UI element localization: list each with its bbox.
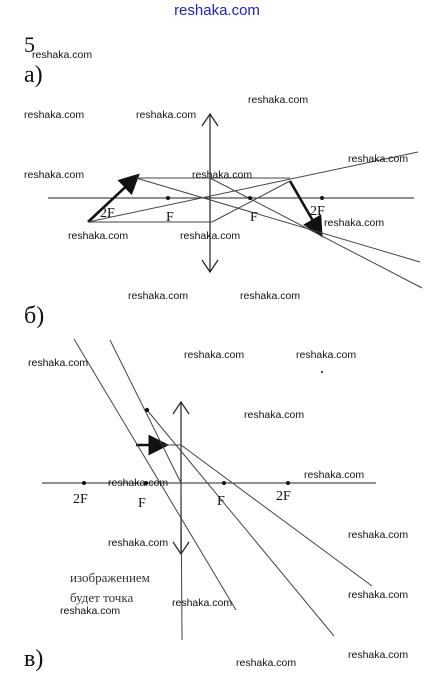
- watermark: reshaka.com: [240, 290, 301, 302]
- watermark: reshaka.com: [28, 357, 89, 369]
- label-b-2f-right: 2F: [276, 489, 291, 504]
- ray-a-4: [87, 151, 419, 223]
- watermark: reshaka.com: [172, 597, 233, 609]
- watermark: reshaka.com: [24, 169, 85, 181]
- watermark: reshaka.com: [236, 657, 297, 669]
- twof-b-right-dot: [286, 481, 290, 485]
- ray-b-2: [73, 338, 237, 611]
- watermark: reshaka.com: [248, 94, 309, 106]
- caption-b-line1: изображением: [70, 570, 150, 585]
- watermark: reshaka.com: [136, 109, 197, 121]
- label-a-f-right: F: [250, 210, 258, 225]
- point-b-top: [144, 407, 150, 413]
- watermark: reshaka.com: [348, 589, 409, 601]
- ray-b-6: [180, 444, 373, 587]
- focus-b-left-dot: [144, 481, 148, 485]
- label-b-f-right: F: [217, 494, 225, 509]
- watermark: reshaka.com: [128, 290, 189, 302]
- watermark: reshaka.com: [304, 469, 365, 481]
- problem-number: 5: [24, 32, 35, 57]
- object-a: [87, 173, 140, 223]
- lens-a-top-arrow: [201, 112, 219, 127]
- label-b-2f-left: 2F: [73, 492, 88, 507]
- ray-a-2: [135, 177, 421, 263]
- watermark: reshaka.com: [184, 349, 245, 361]
- watermark: reshaka.com: [108, 537, 169, 549]
- watermark: reshaka.com: [348, 649, 409, 661]
- lens-a-bottom-arrow: [201, 259, 219, 274]
- twof-a-right-dot: [320, 196, 324, 200]
- watermark: reshaka.com: [324, 217, 385, 229]
- watermark: reshaka.com: [348, 153, 409, 165]
- dot-b-small: [320, 370, 324, 374]
- focus-a-right-dot: [248, 196, 252, 200]
- part-c-label: в): [24, 646, 44, 672]
- ray-a-6: [209, 177, 423, 289]
- watermark: reshaka.com: [68, 230, 129, 242]
- image-a: [288, 180, 323, 238]
- watermark: reshaka.com: [32, 49, 93, 61]
- watermark: reshaka.com: [296, 349, 357, 361]
- watermark: reshaka.com: [348, 529, 409, 541]
- label-a-f-left: F: [166, 210, 174, 225]
- label-a-2f-left: 2F: [100, 206, 115, 221]
- label-a-2f-right: 2F: [310, 204, 325, 219]
- watermark: reshaka.com: [192, 169, 253, 181]
- lens-b-top-arrow: [172, 400, 190, 415]
- watermark: reshaka.com: [60, 605, 121, 617]
- part-a-label: а): [24, 62, 43, 88]
- site-header[interactable]: reshaka.com: [174, 2, 260, 19]
- ray-b-4: [180, 482, 183, 641]
- label-b-f-left: F: [138, 496, 146, 511]
- watermark: reshaka.com: [108, 477, 169, 489]
- focus-b-right-dot: [222, 481, 226, 485]
- focus-a-left-dot: [166, 196, 170, 200]
- twof-b-left-dot: [82, 481, 86, 485]
- caption-b-line2: будет точка: [70, 590, 134, 605]
- watermark: reshaka.com: [24, 109, 85, 121]
- ray-b-5: [146, 409, 335, 637]
- watermark: reshaka.com: [180, 230, 241, 242]
- ray-a-5: [211, 180, 291, 223]
- watermark: reshaka.com: [244, 409, 305, 421]
- part-b-label: б): [24, 303, 45, 329]
